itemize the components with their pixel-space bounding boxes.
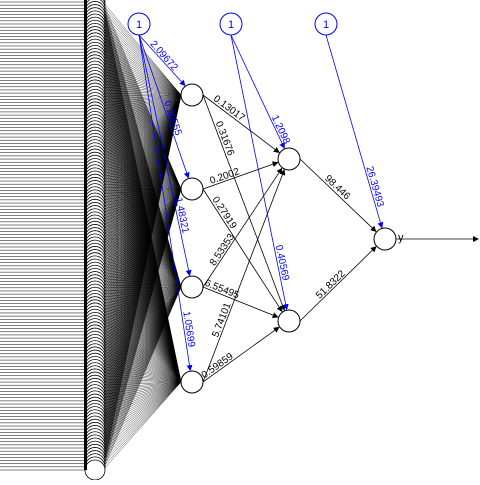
bias-weight-label-out: 26.39493	[363, 165, 385, 209]
output-label: y	[398, 232, 404, 244]
weight-label-h1-h2: 0.13017	[211, 93, 247, 124]
bias-weight-label-h2: 0.40569	[273, 244, 291, 282]
bias-node-label: 1	[228, 19, 234, 31]
weight-label-h1-h2: 8.53353	[208, 232, 238, 269]
bias-weight-label-h2: 1.2098	[269, 114, 292, 147]
bias-node-label: 1	[323, 19, 329, 31]
bias-weight-label-h1: 2.09672	[147, 39, 179, 74]
hidden1-node	[181, 178, 203, 200]
weight-label-h2-out: 98.446	[322, 173, 352, 202]
weight-label-h1-h2: 0.59859	[200, 351, 236, 381]
input-column-edge	[84, 0, 87, 470]
output-node	[374, 228, 396, 250]
hidden1-node	[181, 371, 203, 393]
hidden2-node	[278, 310, 300, 332]
input-nodes	[84, 0, 105, 480]
weight-label-h1-h2: 0.31676	[213, 120, 236, 158]
hidden1-node	[181, 84, 203, 106]
weight-label-h2-out: 51.8322	[314, 268, 348, 301]
bias-weight-label-h1: 1.05699	[180, 311, 196, 349]
hidden2-node	[278, 148, 300, 170]
weight-label-h1-h2: 6.55495	[203, 278, 241, 302]
hidden1-node	[181, 276, 203, 298]
input-node	[85, 460, 105, 480]
weight-label-h1-h2: 5.74101	[210, 301, 233, 339]
weight-label-h1-h2: 0.27919	[209, 195, 238, 232]
bias-node-label: 1	[136, 19, 142, 31]
layer-edges	[203, 95, 478, 382]
bias-weight-label-h1: 1.48321	[172, 197, 190, 235]
